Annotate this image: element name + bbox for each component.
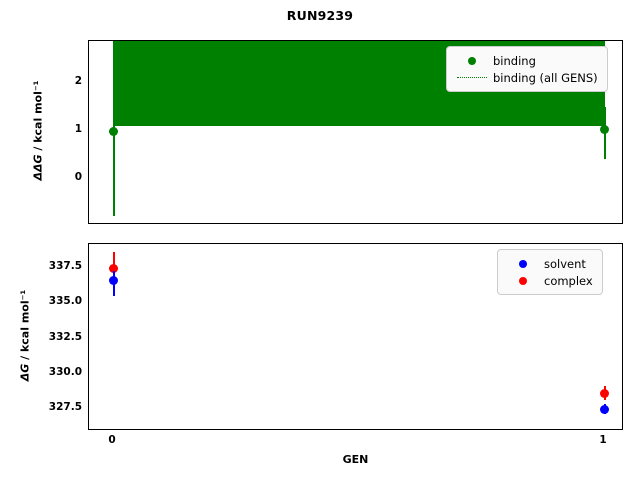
legend-item-binding[interactable]: binding xyxy=(455,52,598,69)
top-xtick-mark-0 xyxy=(113,223,115,224)
top-panel-legend: binding binding (all GENS) xyxy=(446,46,608,92)
top-ytick-mark-2 xyxy=(88,81,89,83)
bottom-ytick-mark-330-0 xyxy=(88,374,89,376)
bottom-ytick-label-335-0: 335.0 xyxy=(48,295,82,307)
bottom-panel-legend: solvent complex xyxy=(497,249,603,295)
top-ylabel-units: / kcal mol⁻¹ xyxy=(31,80,45,155)
binding-marker-gen1 xyxy=(600,125,609,134)
legend-item-complex[interactable]: complex xyxy=(506,272,593,289)
solvent-marker-gen1 xyxy=(600,405,609,414)
bottom-xtick-mark-0 xyxy=(113,429,115,430)
legend-label-complex: complex xyxy=(544,273,593,288)
legend-label-solvent: solvent xyxy=(544,256,586,271)
xtick-label-1: 1 xyxy=(599,434,607,446)
top-ytick-mark-0 xyxy=(88,177,89,179)
bottom-ytick-mark-337-5 xyxy=(88,268,89,270)
bottom-ytick-label-330-0: 330.0 xyxy=(48,366,82,378)
legend-item-binding-all-gens[interactable]: binding (all GENS) xyxy=(455,69,598,86)
x-axis-label: GEN xyxy=(342,453,369,466)
legend-marker-complex-icon xyxy=(506,276,540,285)
legend-item-solvent[interactable]: solvent xyxy=(506,255,593,272)
solvent-marker-gen0 xyxy=(109,276,118,285)
bottom-ytick-label-327-5: 327.5 xyxy=(48,401,82,413)
legend-dotted-line-icon xyxy=(455,77,489,78)
binding-marker-gen0 xyxy=(109,127,118,136)
bottom-xtick-mark-1 xyxy=(604,429,606,430)
legend-label-binding-all-gens: binding (all GENS) xyxy=(493,70,598,85)
top-ytick-label-0: 0 xyxy=(74,171,82,183)
complex-marker-gen1 xyxy=(600,389,609,398)
top-ytick-label-1: 1 xyxy=(74,123,82,135)
legend-label-binding: binding xyxy=(493,53,536,68)
legend-marker-solvent-icon xyxy=(506,259,540,268)
top-ytick-mark-1 xyxy=(88,129,89,131)
bottom-ytick-mark-335-0 xyxy=(88,304,89,306)
bottom-ytick-label-337-5: 337.5 xyxy=(48,260,82,272)
bottom-ytick-mark-327-5 xyxy=(88,409,89,411)
complex-marker-gen0 xyxy=(109,264,118,273)
legend-marker-binding-icon xyxy=(455,56,489,65)
xtick-label-0: 0 xyxy=(108,434,116,446)
top-xtick-mark-1 xyxy=(604,223,606,224)
top-ytick-label-2: 2 xyxy=(74,75,82,87)
bottom-ytick-label-332-5: 332.5 xyxy=(48,331,82,343)
figure-title: RUN9239 xyxy=(286,8,354,23)
bottom-ytick-mark-332-5 xyxy=(88,339,89,341)
binding-errorbar-gen0 xyxy=(113,89,115,216)
